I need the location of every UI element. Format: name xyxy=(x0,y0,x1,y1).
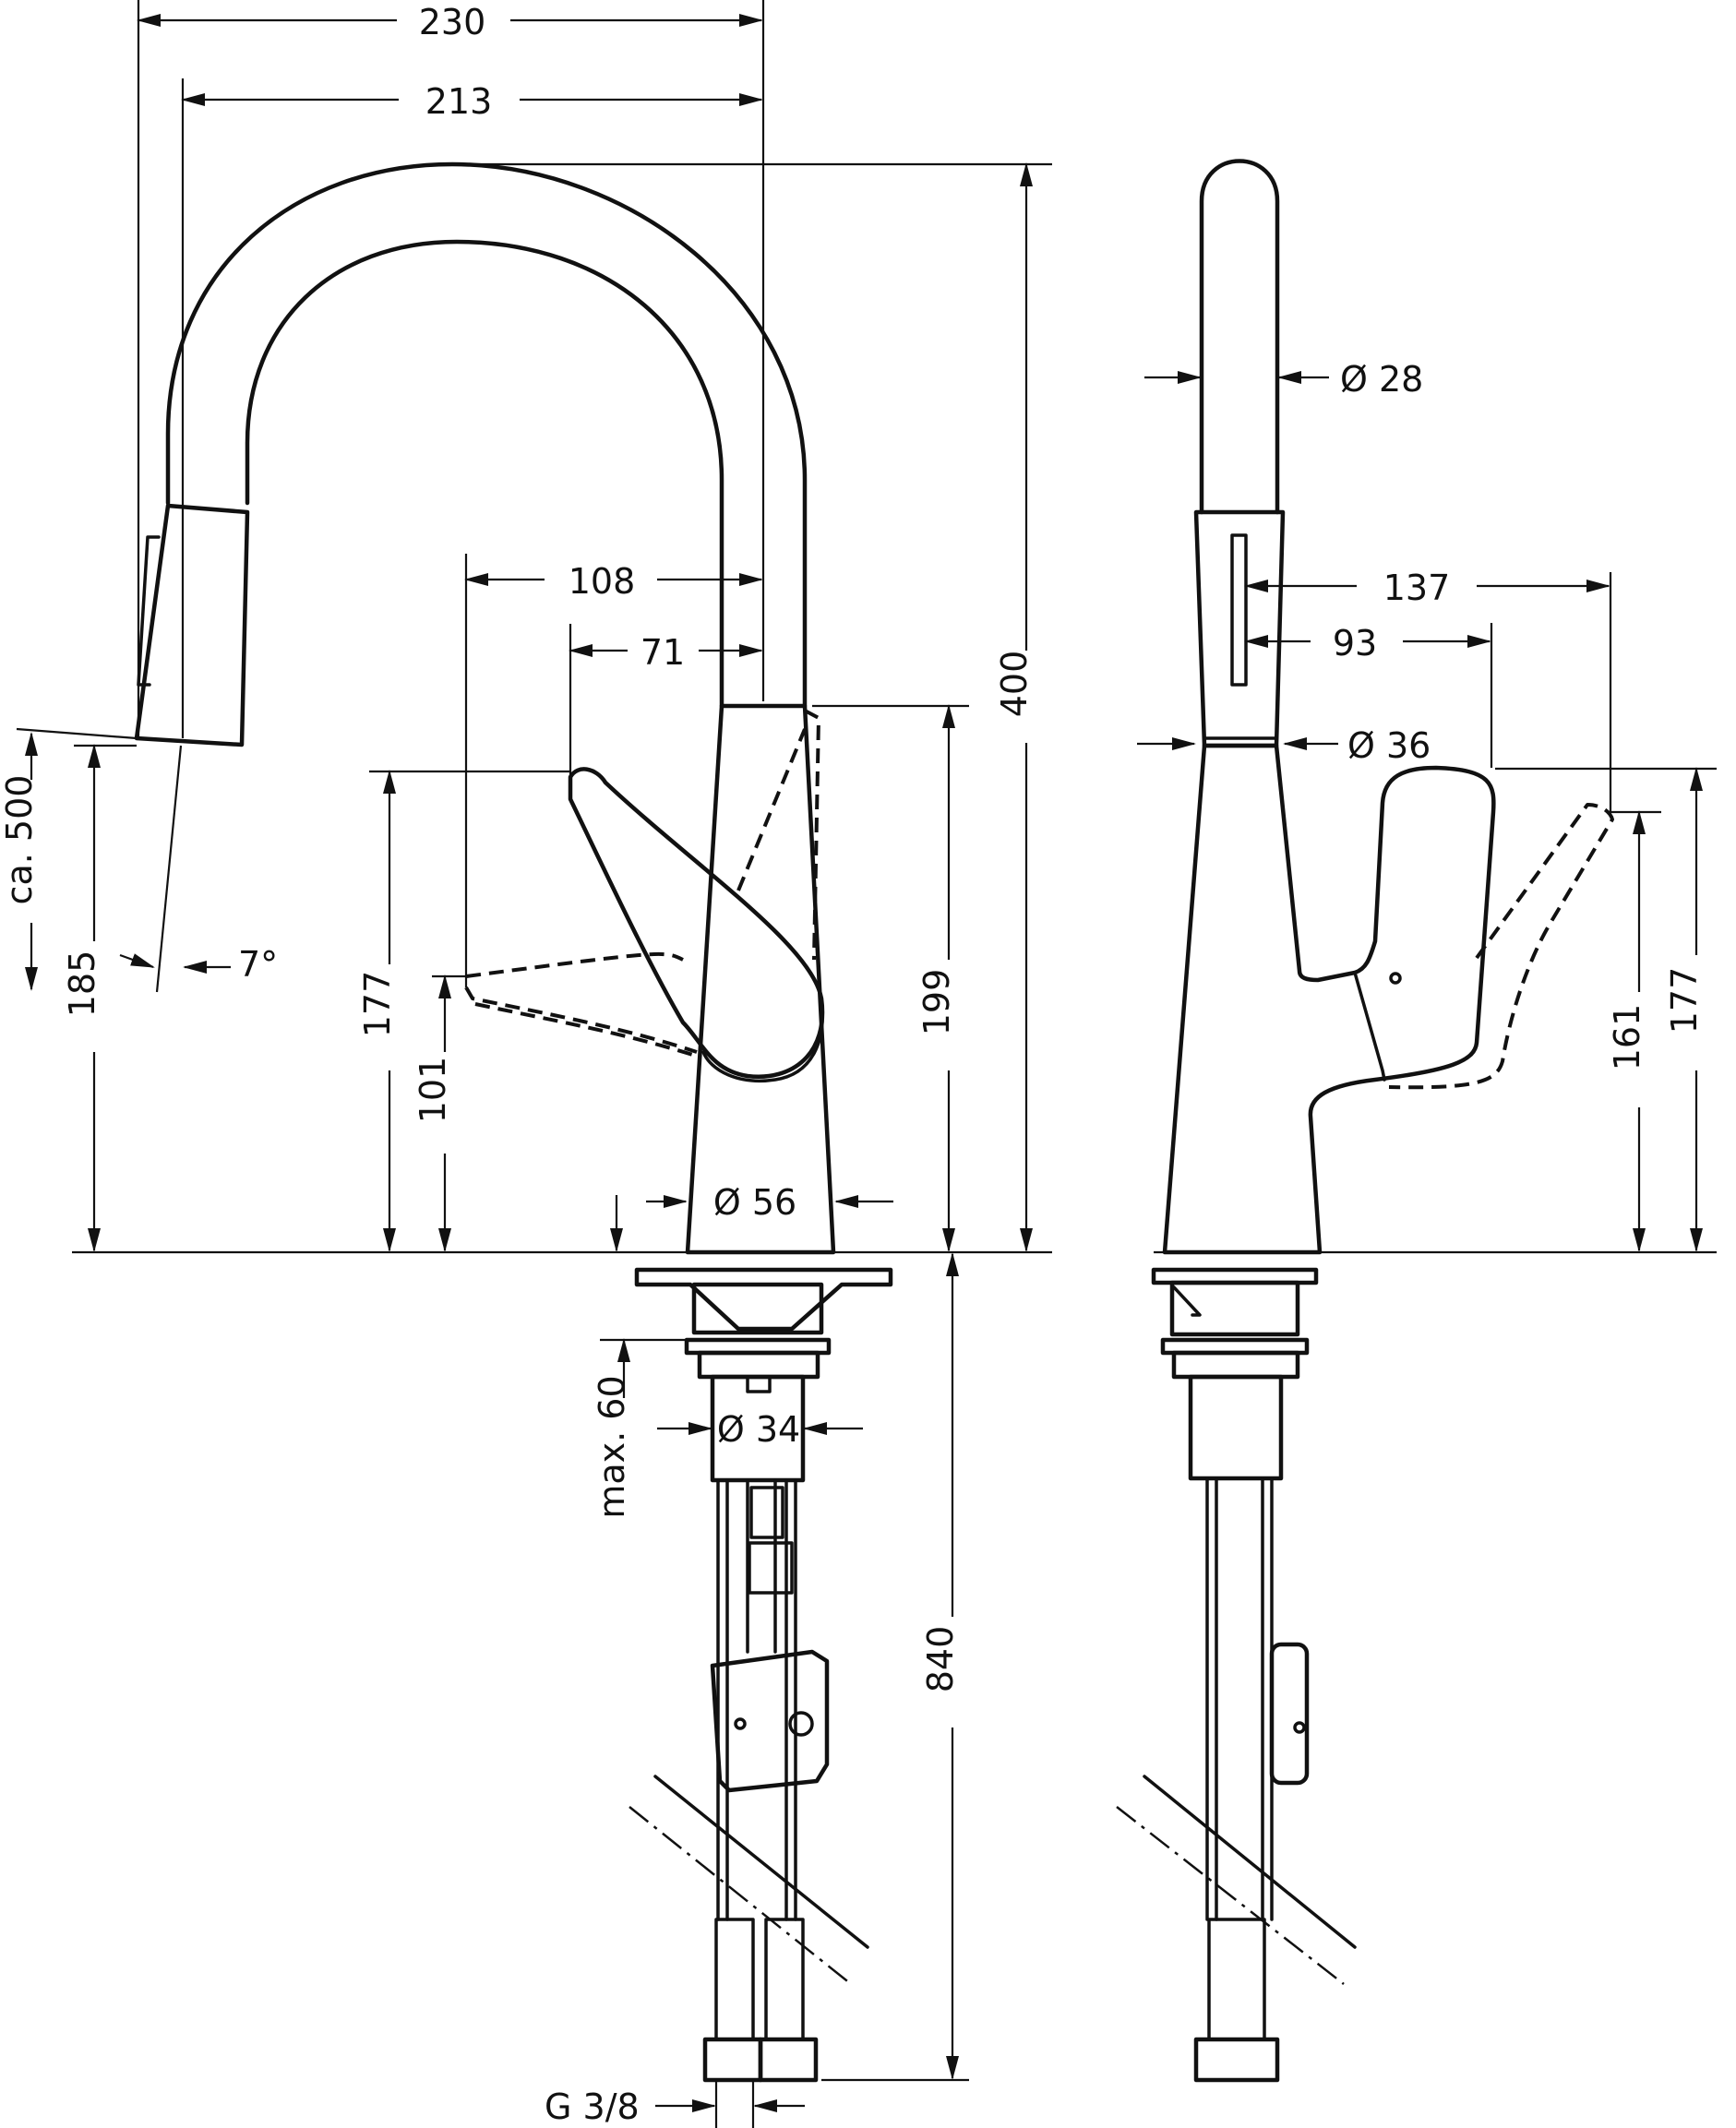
dim-label-93: 93 xyxy=(1333,623,1377,664)
base-collar xyxy=(691,1282,824,1335)
side-fitting xyxy=(1207,1918,1266,2041)
side-shank xyxy=(1188,1374,1284,1481)
mounting-plate xyxy=(634,1267,893,1332)
side-view: Ø 28 Ø 36 137 93 161 177 xyxy=(1116,159,1717,2083)
angle-line xyxy=(155,745,183,993)
side-hose-1 xyxy=(1205,1476,1218,1921)
threaded-ring xyxy=(697,1350,820,1380)
spout-inner xyxy=(245,239,724,709)
fitting-left xyxy=(714,1918,755,2041)
dim-label-185: 185 xyxy=(62,950,102,1018)
dim-label-177-side: 177 xyxy=(1664,967,1705,1034)
lever-alt-position xyxy=(804,709,820,961)
dim-label-angle: 7° xyxy=(238,944,278,985)
supply-hose-left xyxy=(716,1478,729,1921)
side-lever-dot xyxy=(1389,972,1402,985)
pullout-hose xyxy=(746,1478,777,1654)
side-head-button xyxy=(1230,533,1248,687)
dim-label-161: 161 xyxy=(1607,1004,1647,1071)
spray-head xyxy=(134,503,250,747)
hose-coupling xyxy=(748,1541,794,1595)
side-hose-weight xyxy=(1269,1642,1310,1786)
spray-head-button xyxy=(137,535,161,687)
lever-swing-position-lower xyxy=(464,986,698,1054)
lever-alt-position-2 xyxy=(736,728,807,891)
dim-label-spout-dia: Ø 28 xyxy=(1340,359,1423,400)
side-threaded-ring xyxy=(1171,1350,1300,1380)
side-lever-hub xyxy=(1353,971,1386,1082)
front-view: 230 213 400 108 71 199 177 xyxy=(0,0,1052,2128)
nut-right xyxy=(758,2037,819,2083)
lever-swing-position-lower-2 xyxy=(474,1002,702,1059)
dim-label-230: 230 xyxy=(419,2,486,42)
cut-line xyxy=(653,1775,869,1949)
weight-clip xyxy=(788,1711,814,1737)
side-nut xyxy=(1193,2037,1280,2083)
dim-label-71: 71 xyxy=(641,632,685,673)
dim-label-head-dia: Ø 36 xyxy=(1347,725,1431,766)
side-body xyxy=(1162,743,1496,1255)
dim-label-840: 840 xyxy=(920,1626,961,1693)
dim-label-199: 199 xyxy=(916,969,957,1036)
side-cut-line-dashed xyxy=(1116,1806,1345,1985)
shank-screw xyxy=(746,1375,772,1393)
spout-outer xyxy=(165,161,808,709)
side-spray-head xyxy=(1193,509,1286,748)
side-spout xyxy=(1199,159,1280,515)
dim-label-base-dia: Ø 56 xyxy=(713,1182,796,1223)
faucet-body xyxy=(685,703,836,1255)
dim-label-hose: ca. 500 xyxy=(0,775,40,905)
supply-hose-right xyxy=(784,1478,797,1921)
hose-coupling-2 xyxy=(749,1486,784,1539)
weight-hole xyxy=(734,1717,747,1730)
dim-label-137: 137 xyxy=(1383,568,1451,608)
dim-label-177-front: 177 xyxy=(357,971,398,1038)
side-lever-alt xyxy=(1388,803,1614,1090)
hose-weight xyxy=(710,1649,830,1793)
dim-label-101: 101 xyxy=(413,1057,453,1124)
side-base-collar xyxy=(1169,1280,1300,1337)
dim-label-shank-dia: Ø 34 xyxy=(717,1409,800,1450)
fitting-right xyxy=(764,1918,805,2041)
dim-label-108: 108 xyxy=(569,561,636,602)
dim-label-400: 400 xyxy=(994,651,1035,718)
dim-label-thread: G 3/8 xyxy=(545,2086,640,2127)
side-cut-line xyxy=(1143,1775,1357,1949)
lever-hub xyxy=(701,997,824,1082)
cut-line-dashed xyxy=(629,1806,852,1985)
lever-handle xyxy=(568,767,825,1079)
dim-label-213: 213 xyxy=(425,81,493,122)
lever-swing-position xyxy=(465,951,684,978)
nut-left xyxy=(702,2037,763,2083)
side-collar-clip xyxy=(1172,1285,1202,1317)
dim-label-max60: max. 60 xyxy=(592,1375,632,1518)
